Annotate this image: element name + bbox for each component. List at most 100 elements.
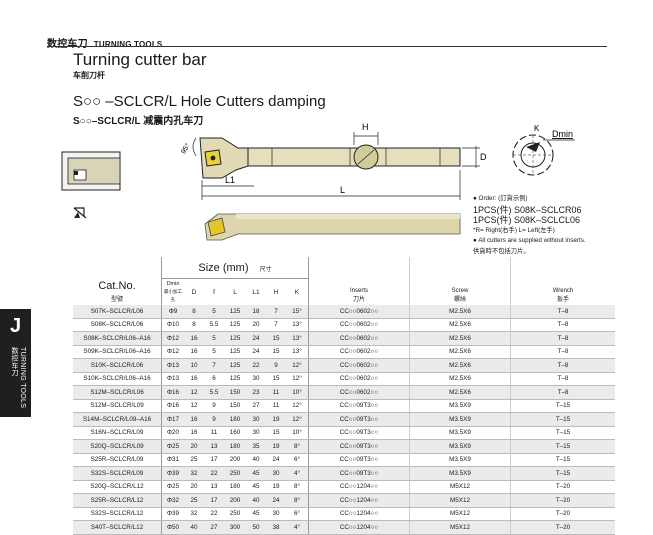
col-d: D xyxy=(184,278,204,305)
cell-l1: 30 xyxy=(246,412,266,427)
cell-l: 250 xyxy=(224,466,246,481)
cell-l1: 30 xyxy=(246,372,266,386)
section-header: 数控车刀 TURNING TOOLS xyxy=(47,35,162,50)
cell-f: 9 xyxy=(204,412,224,427)
cell-insert: CC○○0602○○ xyxy=(308,318,410,332)
cell-insert: CC○○09T3○○ xyxy=(308,439,410,454)
cell-insert: CC○○0602○○ xyxy=(308,331,410,346)
cell-screw: M2.5X6 xyxy=(409,358,511,373)
cell-insert: CC○○0602○○ xyxy=(308,305,410,319)
cell-l1: 45 xyxy=(246,507,266,521)
cell-l: 300 xyxy=(224,520,246,535)
side-tab: J TURNING TOOLS 数控车刀 xyxy=(0,309,31,417)
cell-dmin: Φ12 xyxy=(161,331,184,346)
cell-cat-no: S12M–SCLCR/L06 xyxy=(73,385,162,400)
cell-k: 12° xyxy=(286,358,309,373)
section-header-cn: 数控车刀 xyxy=(47,39,88,50)
cell-wrench: T–8 xyxy=(510,372,615,386)
cell-dmin: Φ13 xyxy=(161,358,184,373)
cell-h: 15 xyxy=(266,331,286,346)
cell-wrench: T–8 xyxy=(510,345,615,359)
cell-cat-no: S08K–SCLCR/L06–A16 xyxy=(73,331,162,346)
col-dmin: Dmin 最小加工孔 xyxy=(161,278,184,305)
cell-cat-no: S12M–SCLCR/L09 xyxy=(73,399,162,413)
cell-wrench: T–8 xyxy=(510,331,615,346)
cell-l1: 27 xyxy=(246,399,266,413)
cell-h: 30 xyxy=(266,466,286,481)
cell-h: 30 xyxy=(266,507,286,521)
cell-l1: 45 xyxy=(246,480,266,494)
page-title: Turning cutter bar xyxy=(73,50,207,69)
cell-d: 16 xyxy=(184,426,204,440)
cell-f: 5 xyxy=(204,331,224,346)
size-header-sub: 尺寸 xyxy=(259,266,272,273)
bore-diagram xyxy=(61,151,121,191)
cell-wrench: T–15 xyxy=(510,412,615,427)
cell-screw: M2.5X6 xyxy=(409,345,511,359)
cell-k: 15° xyxy=(286,305,309,319)
cell-screw: M2.5X6 xyxy=(409,305,511,319)
cell-dmin: Φ9 xyxy=(161,305,184,319)
cell-l1: 35 xyxy=(246,439,266,454)
cell-screw: M2.5X6 xyxy=(409,331,511,346)
cell-insert: CC○○1204○○ xyxy=(308,507,410,521)
cell-f: 17 xyxy=(204,493,224,508)
cell-wrench: T–15 xyxy=(510,453,615,467)
cell-l1: 40 xyxy=(246,453,266,467)
cell-k: 13° xyxy=(286,318,309,332)
cell-d: 16 xyxy=(184,412,204,427)
cell-d: 12 xyxy=(184,385,204,400)
cell-h: 19 xyxy=(266,439,286,454)
cell-l: 180 xyxy=(224,439,246,454)
cell-l: 125 xyxy=(224,358,246,373)
cell-cat-no: S20Q–SCLCR/L12 xyxy=(73,480,162,494)
cell-k: 8° xyxy=(286,439,309,454)
cell-dmin: Φ10 xyxy=(161,318,184,332)
wrench-header-sub: 扳手 xyxy=(556,297,569,303)
cell-cat-no: S10K–SCLCR/L06–A16 xyxy=(73,372,162,386)
cell-l1: 18 xyxy=(246,305,266,319)
cell-wrench: T–15 xyxy=(510,439,615,454)
col-l: L xyxy=(224,278,246,305)
wrench-header-label: Wrench xyxy=(552,288,574,294)
cell-wrench: T–20 xyxy=(510,520,615,535)
header-divider xyxy=(47,46,607,47)
cell-dmin: Φ31 xyxy=(161,453,184,467)
cell-screw: M3.5X9 xyxy=(409,412,511,427)
note-cn: 供貨時不包括刀片。 xyxy=(473,247,530,255)
cell-l: 125 xyxy=(224,331,246,346)
cell-h: 9 xyxy=(266,358,286,373)
cell-wrench: T–20 xyxy=(510,480,615,494)
cell-l1: 22 xyxy=(246,358,266,373)
cell-l1: 23 xyxy=(246,385,266,400)
cell-insert: CC○○0602○○ xyxy=(308,345,410,359)
series-title: S○○ –SCLCR/L Hole Cutters damping xyxy=(73,93,326,110)
cell-k: 12° xyxy=(286,412,309,427)
cell-cat-no: S07K–SCLCR/L06 xyxy=(73,305,162,319)
cell-cat-no: S10K–SCLCR/L06 xyxy=(73,358,162,373)
cell-k: 8° xyxy=(286,480,309,494)
cell-k: 12° xyxy=(286,399,309,413)
cell-dmin: Φ25 xyxy=(161,480,184,494)
cell-dmin: Φ13 xyxy=(161,372,184,386)
cell-k: 10° xyxy=(286,426,309,440)
cat-header: Cat.No. 型號 xyxy=(73,257,162,305)
tool-drawing: H D L1 L 95° Dmin K xyxy=(61,122,575,241)
cell-f: 13 xyxy=(204,480,224,494)
cell-wrench: T–15 xyxy=(510,426,615,440)
cat-header-sub: 型號 xyxy=(110,297,123,303)
cell-d: 20 xyxy=(184,439,204,454)
cell-dmin: Φ20 xyxy=(161,426,184,440)
cell-screw: M3.5X9 xyxy=(409,399,511,413)
